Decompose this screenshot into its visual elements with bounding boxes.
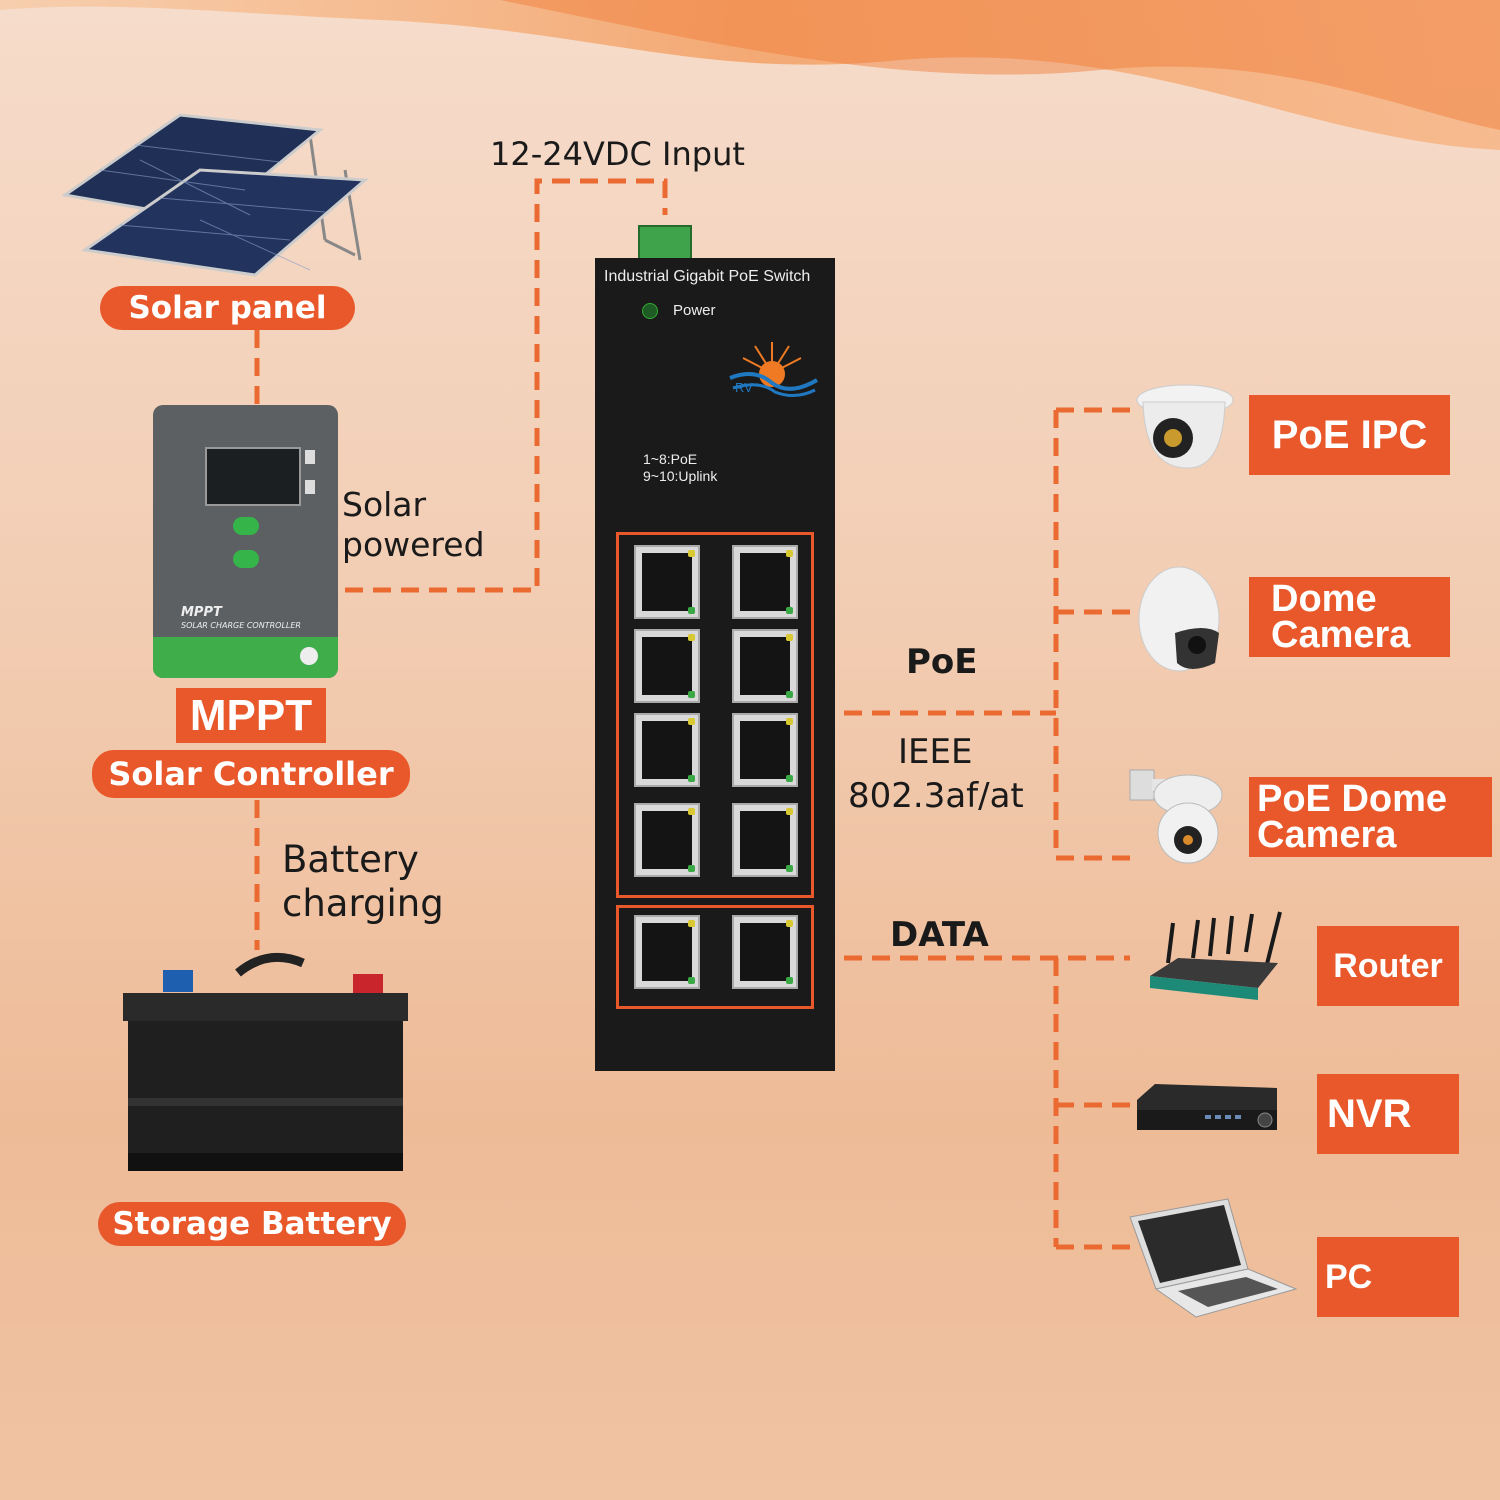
pc-laptop-image [1129,1198,1298,1318]
data-label: DATA [890,915,989,955]
uplink-port-group-frame [616,905,814,1009]
poe-port-7 [634,803,700,877]
controller-brand: MPPT [181,605,222,620]
poe-port-3 [634,629,700,703]
battery-charging-line1: Battery [282,838,419,881]
poe-dome-camera-label: PoE Dome Camera [1249,777,1492,857]
port-legend-line1: 1~8:PoE [643,451,698,467]
nvr-image [1137,1084,1277,1130]
storage-battery-image [123,952,408,1171]
nvr-label: NVR [1317,1074,1459,1154]
solar-panel-label: Solar panel [100,286,355,330]
dome-camera-image [1138,566,1220,672]
poe-dome-camera-label-line2: Camera [1257,814,1397,856]
router-label: Router [1317,926,1459,1006]
router-image [1150,911,1282,1000]
sun-logo-icon [729,342,819,397]
switch-title: Industrial Gigabit PoE Switch [604,268,811,285]
poe-port-4 [732,629,798,703]
power-input-label: 12-24VDC Input [490,135,745,173]
port-legend-line2: 9~10:Uplink [643,468,718,484]
power-led [642,303,658,319]
pc-label: PC [1317,1237,1459,1317]
poe-port-1 [634,545,700,619]
poe-dome-camera-label-line1: PoE Dome [1257,778,1448,820]
storage-battery-label: Storage Battery [98,1202,406,1246]
mppt-label: MPPT [176,688,326,743]
poe-port-6 [732,713,798,787]
solar-controller-label: Solar Controller [92,750,410,798]
ieee-label-line1: IEEE [898,732,973,772]
solar-panel-image [61,113,369,277]
dome-camera-label-line2: Camera [1271,614,1411,656]
battery-charging-line2: charging [282,882,444,925]
poe-ipc-label: PoE IPC [1249,395,1450,475]
header-wave [0,0,1500,150]
dome-camera-label: Dome Camera [1249,577,1450,657]
poe-label: PoE [906,642,978,682]
power-label: Power [673,302,716,319]
ieee-label-line2: 802.3af/at [848,776,1024,816]
poe-dome-camera-image [1129,769,1223,864]
dome-camera-label-line1: Dome [1271,578,1377,620]
logo-text: RV [735,380,753,395]
solar-powered-line1: Solar [342,485,427,524]
poe-port-5 [634,713,700,787]
poe-port-8 [732,803,798,877]
controller-subtitle: SOLAR CHARGE CONTROLLER [181,621,301,630]
uplink-port-9 [634,915,700,989]
mppt-controller-image: MPPT SOLAR CHARGE CONTROLLER [153,405,338,678]
solar-powered-line2: powered [342,525,485,564]
poe-port-2 [732,545,798,619]
poe-ipc-camera-image [1136,384,1234,469]
uplink-port-10 [732,915,798,989]
poe-port-group-frame [616,532,814,898]
